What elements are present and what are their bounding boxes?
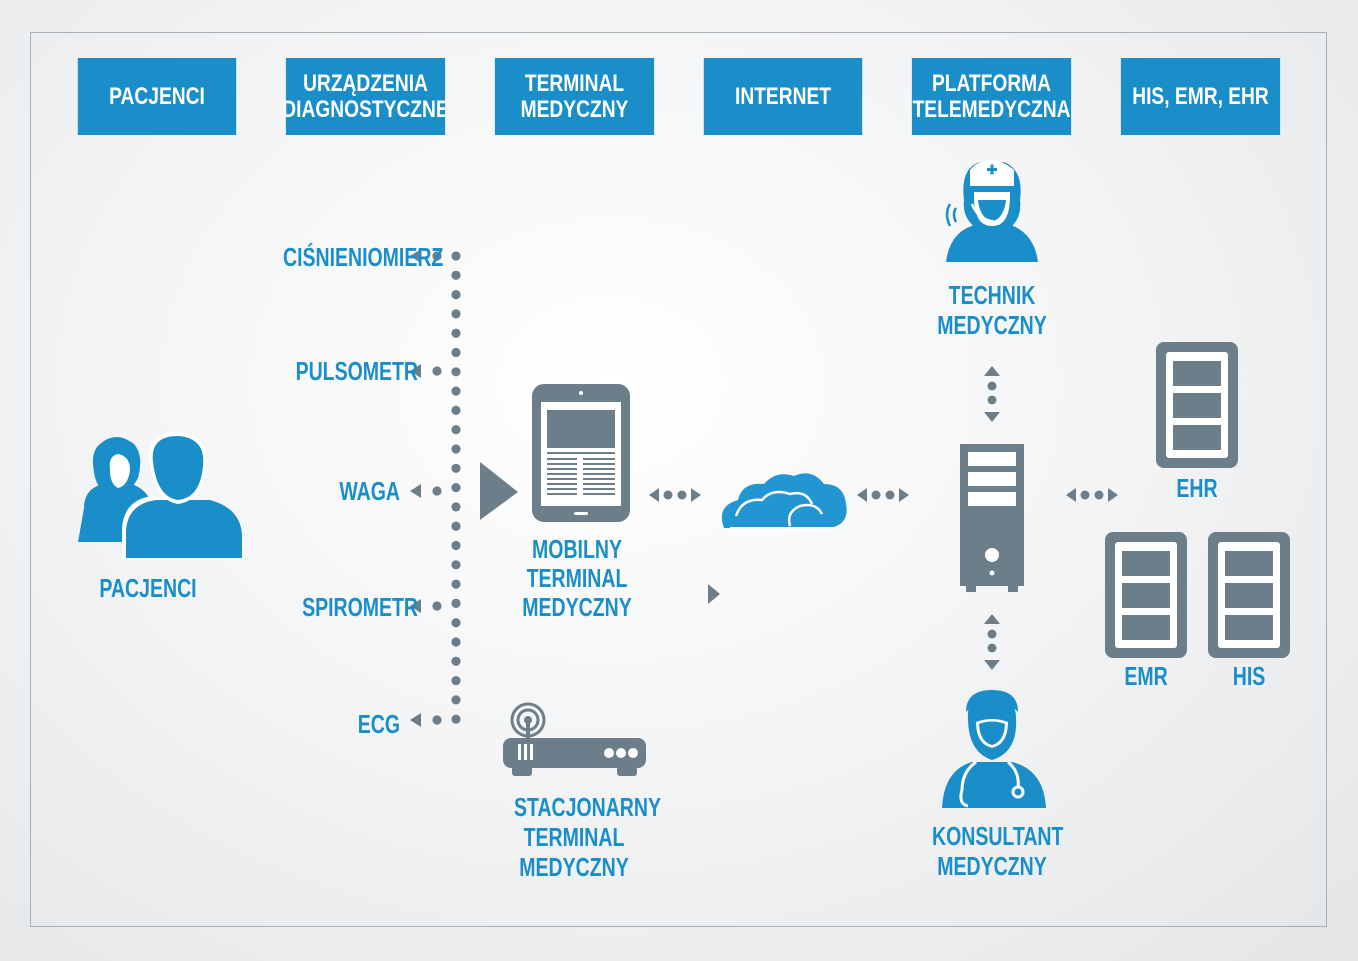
technician-label-2: MEDYCZNY (937, 310, 1047, 340)
header-medical-terminal-line1: TERMINAL (524, 69, 625, 97)
header-patients-text: PACJENCI (109, 82, 205, 110)
header-internet: INTERNET (703, 58, 863, 135)
header-his-emr-ehr: HIS, EMR, EHR (1120, 58, 1281, 135)
bus-dot (451, 386, 461, 396)
his-label: HIS (1232, 661, 1266, 691)
database-icon-ehr (1156, 342, 1238, 468)
bus-dot (451, 463, 461, 473)
technician-label-1: TECHNIK (948, 280, 1036, 310)
emr-label: EMR (1124, 661, 1168, 691)
bus-dot (451, 598, 461, 609)
bus-dot (451, 328, 461, 338)
bus-dot (451, 444, 461, 454)
bus-dot (451, 425, 461, 435)
device-connector-arrow (410, 713, 442, 727)
bus-dot (451, 270, 461, 280)
header-internet-text: INTERNET (735, 82, 831, 110)
header-medical-terminal-line2: MEDYCZNY (520, 95, 629, 123)
bus-dot (451, 502, 461, 512)
bus-dot (451, 251, 461, 261)
stationary-terminal-label-2: TERMINAL (523, 822, 625, 852)
device-label-scale: WAGA (339, 476, 400, 506)
cloud-icon (721, 473, 847, 529)
stationary-terminal-label-3: MEDYCZNY (519, 852, 629, 882)
bus-dot (451, 367, 461, 377)
arrow-terminal-cloud (649, 488, 701, 502)
server-icon (960, 444, 1024, 592)
arrow-server-records (1066, 488, 1118, 502)
header-telemedicine-platform-line2: TELEMEDYCZNA (912, 95, 1071, 123)
mobile-terminal-label-1: MOBILNY (532, 534, 622, 564)
header-his-emr-ehr-text: HIS, EMR, EHR (1132, 82, 1269, 110)
diagram-frame (30, 32, 1327, 927)
bus-dot (451, 637, 461, 647)
device-connector-arrow (410, 364, 442, 378)
patients-label: PACJENCI (99, 573, 197, 603)
bus-dot (451, 347, 461, 358)
bus-dot (451, 483, 461, 493)
mobile-terminal-label-2: TERMINAL (526, 563, 628, 593)
bus-dot (451, 676, 461, 686)
mobile-terminal-label-3: MEDYCZNY (522, 592, 632, 622)
bus-dot (451, 309, 461, 319)
header-diagnostic-devices-line1: URZĄDZENIA (303, 69, 428, 97)
bus-dot (451, 521, 461, 531)
doctor-icon (942, 690, 1046, 808)
device-label-ecg: ECG (357, 709, 400, 739)
bus-dot (451, 579, 461, 589)
bus-dot (451, 290, 461, 300)
bus-dot (451, 714, 461, 724)
header-telemedicine-platform-line1: PLATFORMA (931, 69, 1052, 97)
bus-dot (451, 560, 461, 570)
bus-dot (451, 656, 461, 666)
bus-dot (451, 540, 461, 551)
bus-dot (451, 695, 461, 705)
consultant-label-2: MEDYCZNY (937, 851, 1047, 881)
stationary-terminal-label-1: STACJONARNY (514, 792, 661, 822)
router-icon (503, 702, 646, 776)
header-diagnostic-devices-line2: DIAGNOSTYCZNE (282, 95, 449, 123)
nurse-headset-icon (945, 160, 1038, 262)
tablet-icon (532, 384, 630, 522)
arrow-to-terminal (480, 462, 518, 520)
arrow-server-technician (984, 366, 1000, 422)
ehr-label: EHR (1176, 473, 1218, 503)
database-icon-emr (1105, 532, 1187, 658)
bus-dot (451, 405, 461, 415)
device-connector-arrow (410, 599, 442, 613)
devices-bus (410, 249, 461, 727)
arrow-server-consultant (984, 614, 1000, 670)
device-label-blood-pressure: CIŚNIENIOMIERZ (283, 242, 444, 272)
arrow-small (708, 584, 720, 604)
header-patients: PACJENCI (77, 58, 237, 135)
database-icon-his (1208, 532, 1290, 658)
bus-dot (451, 618, 461, 628)
device-label-spirometer: SPIROMETR (302, 592, 418, 622)
device-connector-arrow (410, 249, 442, 263)
device-label-pulse: PULSOMETR (295, 356, 418, 386)
patients-icon (78, 432, 244, 560)
consultant-label-1: KONSULTANT (932, 821, 1064, 851)
arrow-cloud-server (857, 488, 909, 502)
device-connector-arrow (410, 484, 442, 498)
